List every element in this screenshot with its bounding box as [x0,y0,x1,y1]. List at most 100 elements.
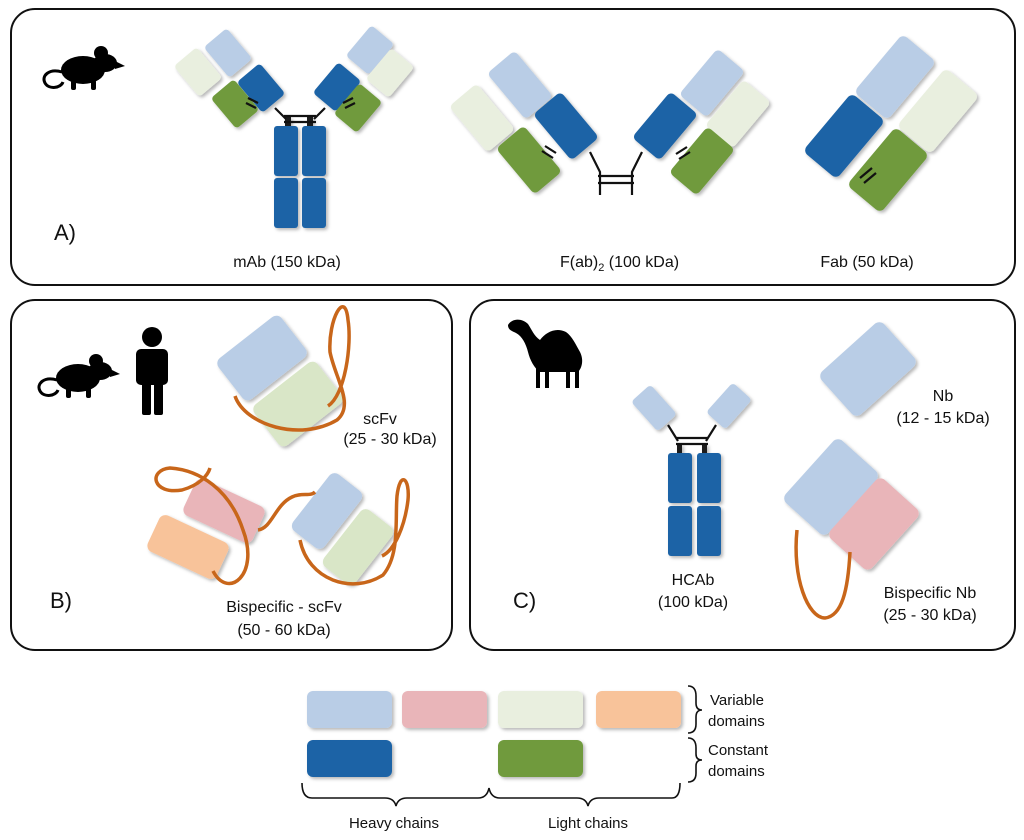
fab2-light-constant-right [670,128,734,194]
mab-light-variable-left [175,48,221,96]
legend-constant-line1: Constant [708,742,769,759]
human-icon [136,327,168,415]
nb-name: Nb [933,388,954,405]
panel-letter-c: C) [513,588,536,613]
scfv-heavy-variable [217,315,307,401]
legend-light-chains: Light chains [548,815,628,832]
bispecific-scfv-heavy-variable [291,473,363,549]
panel-letter-b: B) [50,588,72,613]
bispecific-scfv-pink-variable [183,479,265,543]
mab-heavy-constant-left-1 [274,126,298,176]
panel-letter-a: A) [54,220,76,245]
mab-heavy-variable-left [205,29,251,77]
legend-orange-variable [596,691,681,728]
legend-heavy-constant [307,740,392,777]
legend-variable-line1: Variable [710,692,764,709]
legend-constant-brace [687,737,703,783]
bispecific-scfv-name: Bispecific - scFv [226,599,342,616]
hcab-constant-right-2 [697,506,721,556]
scfv-fragment [217,305,351,447]
fab-label: Fab (50 kDa) [820,254,913,271]
legend-pink-variable [402,691,487,728]
hcab-variable-left [632,386,676,430]
legend-constant-line2: domains [708,763,765,780]
fab-heavy-variable [856,36,934,118]
fab2-heavy-variable-left [488,52,552,118]
fab-disulfide-bond [859,167,877,184]
bispecific-nb-mass: (25 - 30 kDa) [883,607,976,624]
mab-heavy-constant-left-arm [238,64,284,112]
bispecific-nb-pink-variable [829,478,919,570]
mab-light-variable-right [367,49,413,97]
hcab-hinge-left [677,444,682,458]
bispecific-scfv-linker-left [154,466,250,586]
bispecific-nb-linker [794,529,852,620]
mab-heavy-constant-right-1 [302,126,326,176]
fab2-label: F(ab)2 (100 kDa) [560,254,679,274]
mab-light-constant-left [212,80,258,128]
mab-heavy-variable-right [347,26,393,74]
hcab-antibody [632,384,751,556]
scfv-mass: (25 - 30 kDa) [343,431,436,448]
nb-variable [820,322,916,416]
panel-a [10,8,1016,286]
legend-light-variable [498,691,583,728]
bispecific-scfv [147,466,410,586]
fab2-light-variable-right [706,81,770,147]
scfv-linker [233,305,351,432]
hcab-variable-right [707,384,751,428]
legend-heavy-variable [307,691,392,728]
hcab-hinge-right [702,444,707,458]
bispecific-scfv-linker-right [298,478,410,586]
fab2-heavy-variable-right [680,50,744,116]
hcab-name: HCAb [672,572,715,589]
hcab-constant-left-2 [668,506,692,556]
bispecific-nb [784,439,919,620]
camel-icon [508,319,583,388]
nb-mass: (12 - 15 kDa) [896,410,989,427]
fab-light-variable [899,70,977,152]
mouse-icon [42,44,127,92]
legend-variable-brace [687,685,703,734]
fab2-light-constant-left [497,127,561,193]
fab2-light-variable-left [450,85,514,151]
bispecific-nb-blue-variable [784,439,878,535]
fab2-fragment [450,50,770,194]
hcab-constant-right-1 [697,453,721,503]
hcab-mass: (100 kDa) [658,594,728,611]
mab-heavy-constant-left-2 [274,178,298,228]
panel-c [469,299,1016,651]
fab-fragment [805,36,977,211]
bispecific-scfv-mass: (50 - 60 kDa) [237,622,330,639]
mab-heavy-constant-right-arm [314,63,360,111]
hcab-constant-left-1 [668,453,692,503]
legend-heavy-chains: Heavy chains [349,815,439,832]
panel-b [10,299,453,651]
nanobody [820,322,916,416]
scfv-light-variable [253,361,343,447]
legend-variable-line2: domains [708,713,765,730]
hcab-disulfide-bonds [667,424,717,446]
legend: Variable domains Constant domains Heavy … [301,685,769,832]
mab-label: mAb (150 kDa) [233,254,341,271]
fab2-heavy-constant-right [633,93,697,159]
fab-heavy-constant [805,95,883,177]
legend-chains-brace [301,782,681,807]
mab-hinge-right [307,117,313,131]
bispecific-scfv-orange-variable [147,515,229,579]
bispecific-scfv-light-variable [322,509,394,585]
mab-heavy-constant-right-2 [302,178,326,228]
bispecific-scfv-linker-middle [257,490,317,532]
mab-disulfide-bonds [245,97,356,124]
mab-light-constant-right [335,84,381,132]
legend-light-constant [498,740,583,777]
fab2-heavy-constant-left [534,93,598,159]
mouse-icon [37,352,122,400]
mab-antibody [175,26,413,228]
scfv-name: scFv [363,411,397,428]
fab-light-constant [849,129,927,211]
bispecific-nb-name: Bispecific Nb [884,585,977,602]
mab-hinge-left [285,117,291,131]
fab2-disulfide-bonds [541,145,691,195]
